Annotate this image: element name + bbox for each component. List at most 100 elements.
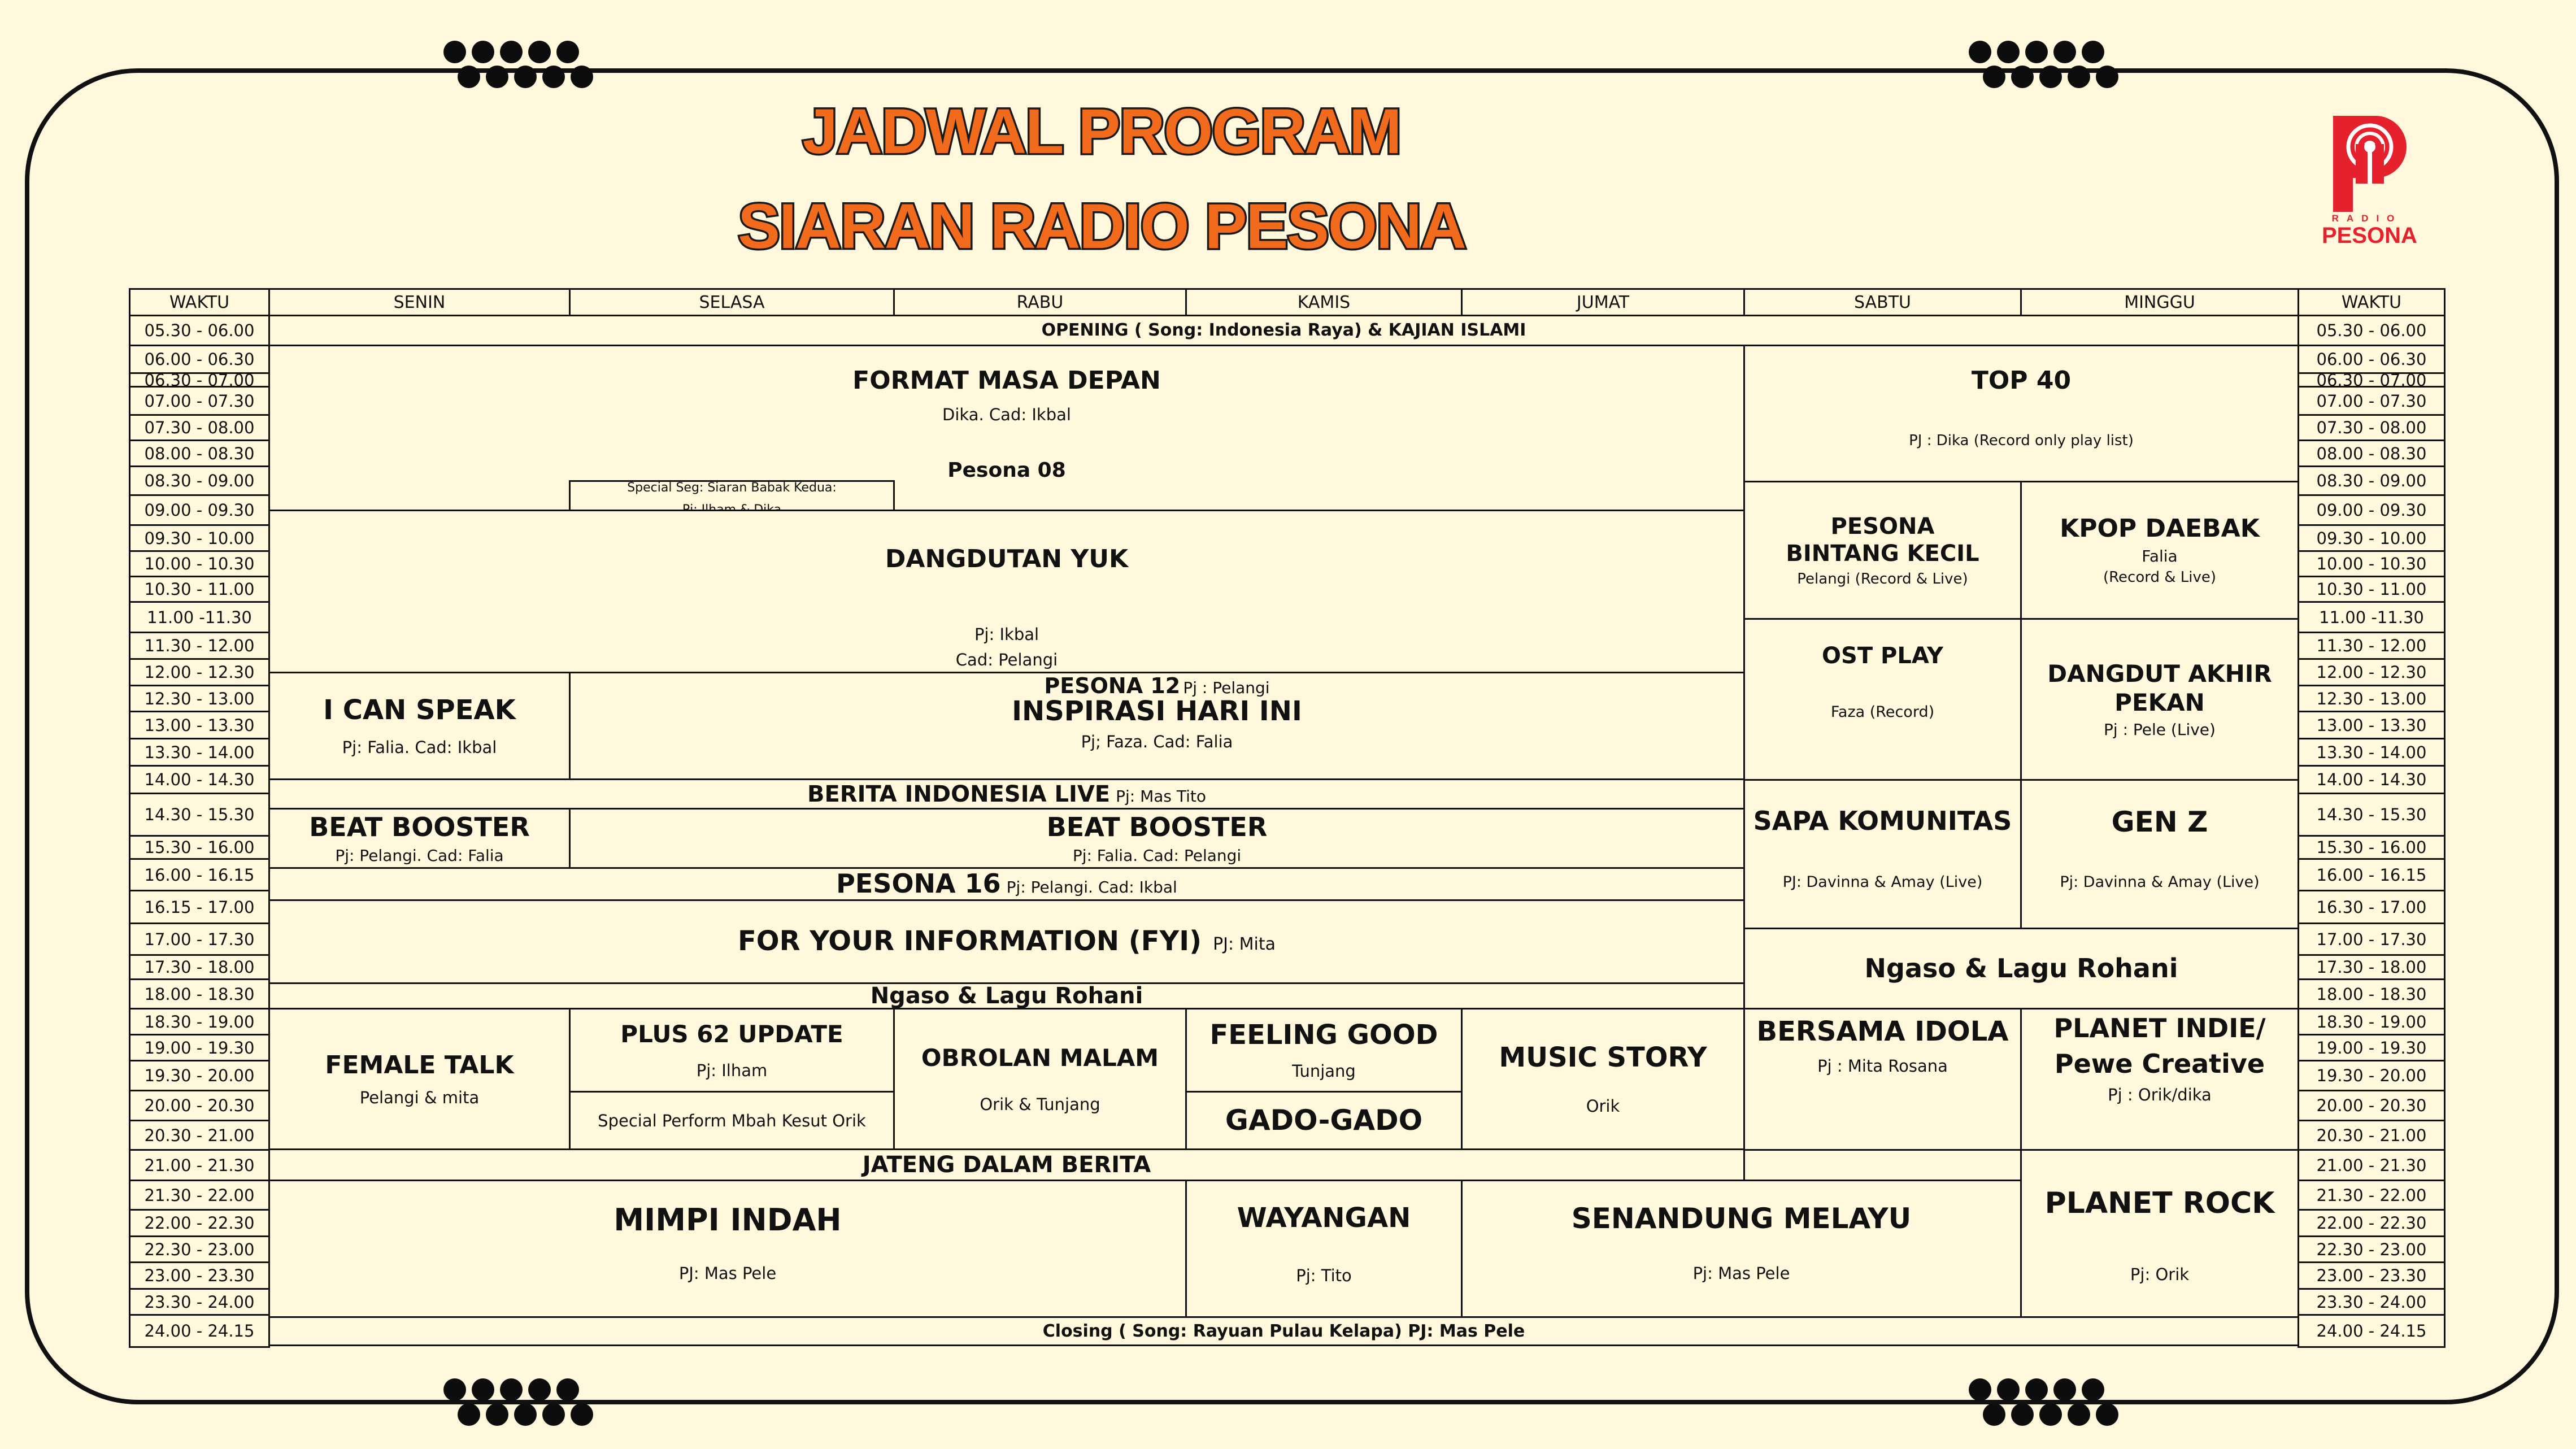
program-jateng-dalam-berita: JATENG DALAM BERITA	[268, 1148, 1745, 1181]
time-slot: 12.00 - 12.30	[129, 658, 270, 686]
decorative-dots-bottom-left	[443, 1378, 593, 1435]
program-pj: PJ: Mita	[1213, 934, 1276, 954]
program-pj: Pj: Davinna & Amay (Live)	[2060, 873, 2260, 891]
program-title: Special Perform Mbah Kesut Orik	[598, 1111, 866, 1130]
program-gen-z: GEN Z Pj: Davinna & Amay (Live)	[2020, 779, 2299, 929]
program-title: BEAT BOOSTER	[1046, 811, 1268, 842]
time-slot: 13.00 - 13.30	[2297, 711, 2446, 739]
time-slot: 23.00 - 23.30	[2297, 1261, 2446, 1290]
program-title: GADO-GADO	[1225, 1103, 1423, 1137]
time-slot: 15.30 - 16.00	[2297, 835, 2446, 860]
program-pesona12: PESONA 12 Pj : Pelangi	[571, 673, 1743, 699]
time-slot: 06.00 - 06.30	[129, 345, 270, 374]
dot-shape	[458, 66, 480, 88]
program-gado-gado: GADO-GADO	[1185, 1091, 1463, 1150]
program-pj: Pj: Tito	[1296, 1266, 1352, 1285]
time-slot: 07.30 - 08.00	[2297, 414, 2446, 441]
time-slot: 16.15 - 17.00	[129, 890, 270, 924]
time-slot: 08.00 - 08.30	[129, 440, 270, 467]
dot-shape	[486, 66, 508, 88]
time-slot: 09.30 - 10.00	[2297, 524, 2446, 552]
broadcast-antenna-icon	[2333, 116, 2407, 212]
program-title: BEAT BOOSTER	[309, 811, 530, 842]
time-slot: 08.30 - 09.00	[2297, 465, 2446, 496]
dot-shape	[458, 1403, 480, 1426]
special-segment-line2: Pj: Ilham & Dika	[682, 503, 782, 511]
time-slot: 07.30 - 08.00	[129, 414, 270, 441]
program-title: MIMPI INDAH	[613, 1202, 842, 1238]
program-i-can-speak: I CAN SPEAK Pj: Falia. Cad: Ikbal	[268, 672, 571, 780]
program-dangdutan-yuk: DANGDUTAN YUK Pj: Ikbal Cad: Pelangi	[268, 510, 1745, 673]
time-slot: 10.00 - 10.30	[129, 550, 270, 577]
program-pj: Falia	[2142, 546, 2178, 565]
header-day-selasa: SELASA	[569, 288, 895, 316]
time-slot: 05.30 - 06.00	[2297, 315, 2446, 346]
time-slot: 19.30 - 20.00	[129, 1060, 270, 1091]
page-frame	[25, 68, 2559, 1404]
program-title: PLANET ROCK	[2044, 1186, 2275, 1220]
dot-shape	[1997, 1378, 2020, 1401]
time-slot: 17.00 - 17.30	[129, 923, 270, 956]
dot-shape	[2025, 41, 2048, 63]
dot-shape	[528, 41, 551, 63]
program-title: JATENG DALAM BERITA	[862, 1152, 1151, 1178]
time-slot: 16.00 - 16.15	[2297, 858, 2446, 891]
dot-shape	[556, 1378, 579, 1401]
time-slot: 20.30 - 21.00	[129, 1120, 270, 1151]
dot-shape	[2039, 1403, 2062, 1426]
program-opening-title: OPENING ( Song: Indonesia Raya) & KAJIAN…	[1041, 320, 1526, 340]
program-pj: Pj: Orik	[2130, 1265, 2190, 1284]
special-segment-line1: Special Seg: Siaran Babak Kedua:	[627, 481, 837, 495]
header-waktu-right: WAKTU	[2297, 288, 2446, 316]
time-slot: 19.00 - 19.30	[2297, 1034, 2446, 1061]
program-pj: Pj: Mas Pele	[1692, 1264, 1790, 1283]
header-day-rabu: RABU	[893, 288, 1187, 316]
header-day-jumat: JUMAT	[1461, 288, 1745, 316]
program-title: INSPIRASI HARI INI	[1012, 695, 1302, 727]
dot-shape	[443, 1378, 466, 1401]
program-title: DANGDUT AKHIR PEKAN	[2047, 660, 2272, 716]
time-slot: 22.30 - 23.00	[2297, 1235, 2446, 1263]
program-pj: Pj : Pele (Live)	[2104, 720, 2216, 739]
program-title: OBROLAN MALAM	[921, 1043, 1159, 1072]
program-ngaso-weekend: Ngaso & Lagu Rohani	[1743, 928, 2299, 1009]
time-slot: 14.00 - 14.30	[2297, 765, 2446, 794]
dot-shape	[2025, 1378, 2048, 1401]
time-slot: 07.00 - 07.30	[2297, 386, 2446, 416]
program-title: BERSAMA IDOLA	[1756, 1016, 2009, 1047]
program-berita-indonesia-live: BERITA INDONESIA LIVE Pj: Mas Tito	[268, 778, 1745, 810]
logo-brand-text: PESONA	[2322, 223, 2417, 248]
program-plus62-update: PLUS 62 UPDATE Pj: Ilham	[569, 1008, 895, 1093]
program-title: PESONA 16	[836, 868, 1001, 899]
time-slot: 24.00 - 24.15	[2297, 1314, 2446, 1348]
time-slot: 22.00 - 22.30	[129, 1209, 270, 1237]
time-slot: 23.30 - 24.00	[2297, 1288, 2446, 1316]
time-slot: 15.30 - 16.00	[129, 835, 270, 860]
program-kpop-daebak: KPOP DAEBAK Falia (Record & Live)	[2020, 481, 2299, 620]
program-title: TOP 40	[1971, 366, 2072, 395]
time-slot: 06.30 - 07.00	[2297, 371, 2446, 390]
time-slot: 09.00 - 09.30	[2297, 494, 2446, 526]
time-slot: 11.30 - 12.00	[129, 632, 270, 660]
dot-shape	[2068, 66, 2090, 88]
program-sapa-komunitas: SAPA KOMUNITAS PJ: Davinna & Amay (Live)	[1743, 779, 2022, 929]
time-slot: 06.00 - 06.30	[2297, 345, 2446, 374]
program-title: MUSIC STORY	[1499, 1042, 1707, 1074]
dot-shape	[2053, 41, 2076, 63]
program-pj: Tunjang	[1292, 1061, 1356, 1081]
program-pj: Pelangi & mita	[359, 1088, 480, 1108]
program-pj: Faza (Record)	[1830, 703, 1935, 721]
program-female-talk: FEMALE TALK Pelangi & mita	[268, 1008, 571, 1150]
time-slot: 17.30 - 18.00	[2297, 954, 2446, 980]
time-slot: 11.00 -11.30	[2297, 601, 2446, 633]
program-title: FOR YOUR INFORMATION (FYI)	[737, 925, 1202, 958]
time-slot: 17.30 - 18.00	[129, 954, 270, 980]
time-slot: 17.00 - 17.30	[2297, 923, 2446, 956]
decorative-dots-top-left	[443, 41, 593, 97]
program-pj: Pelangi (Record & Live)	[1797, 571, 1968, 588]
program-beat-booster: BEAT BOOSTER Pj: Falia. Cad: Pelangi	[569, 808, 1745, 869]
program-ngaso: Ngaso & Lagu Rohani	[268, 982, 1745, 1009]
time-slot: 21.30 - 22.00	[129, 1180, 270, 1211]
dot-shape	[514, 1403, 537, 1426]
